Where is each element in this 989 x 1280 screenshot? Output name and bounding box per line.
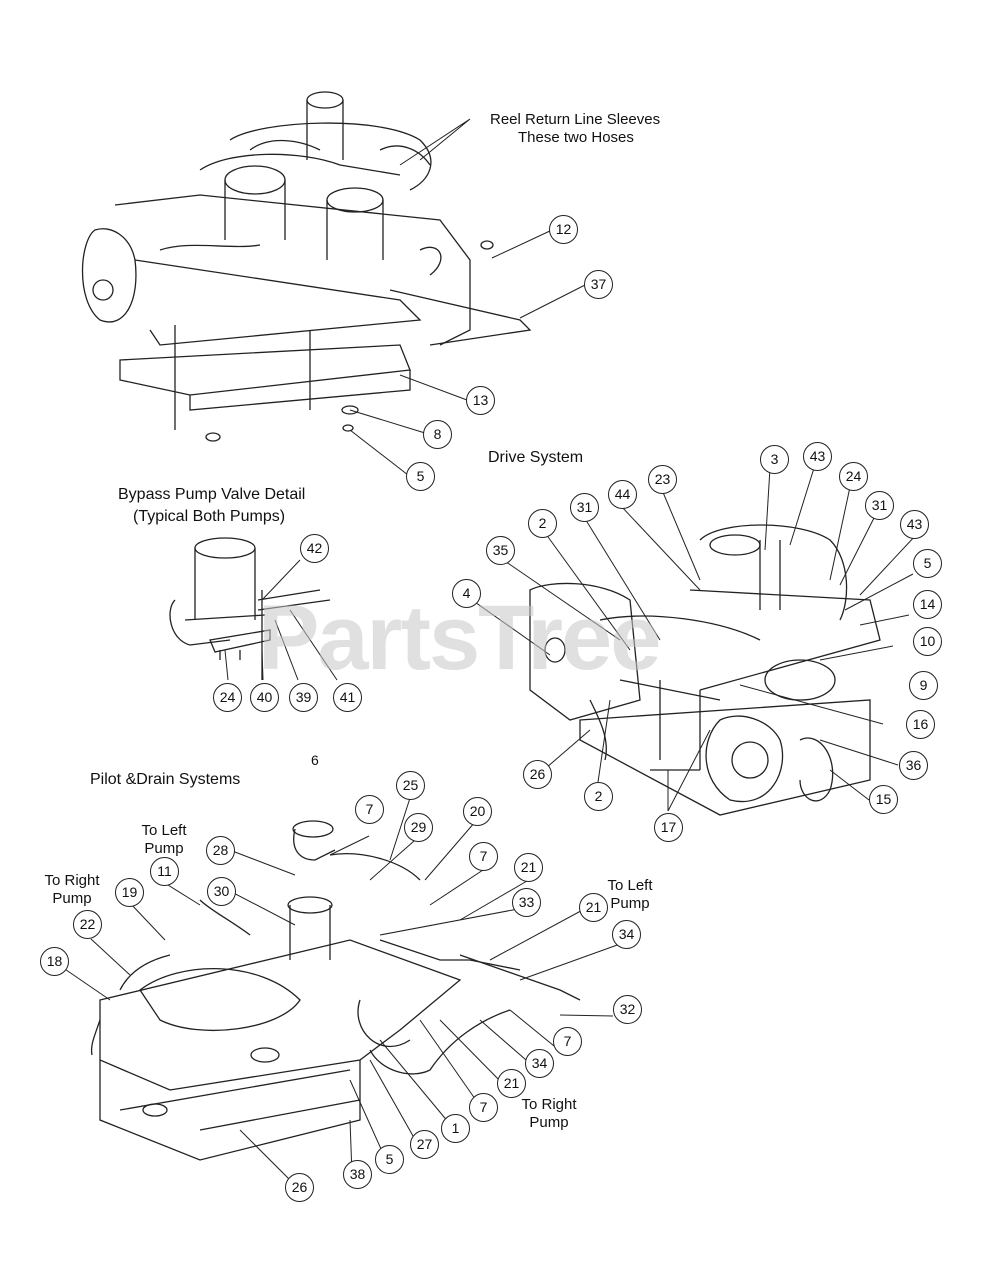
callout-31[interactable]: 31 bbox=[865, 491, 894, 520]
callout-26[interactable]: 26 bbox=[523, 760, 552, 789]
callout-7-c[interactable]: 7 bbox=[553, 1027, 582, 1056]
callout-7-d[interactable]: 7 bbox=[469, 1093, 498, 1122]
callout-33[interactable]: 33 bbox=[512, 888, 541, 917]
reel-return-label-line2: These two Hoses bbox=[518, 129, 634, 146]
to-right-pump-label-a2: Pump bbox=[52, 890, 92, 907]
callout-15[interactable]: 15 bbox=[869, 785, 898, 814]
to-left-pump-label-b1: To Left bbox=[607, 877, 653, 894]
to-left-pump-label-a2: Pump bbox=[144, 840, 184, 857]
reel-return-label-line1: Reel Return Line Sleeves bbox=[490, 111, 661, 128]
callout-1[interactable]: 1 bbox=[441, 1114, 470, 1143]
callout-13[interactable]: 13 bbox=[466, 386, 495, 415]
callout-26-b[interactable]: 26 bbox=[285, 1173, 314, 1202]
to-left-pump-label-b2: Pump bbox=[610, 895, 650, 912]
callout-2-b[interactable]: 2 bbox=[584, 782, 613, 811]
callout-14[interactable]: 14 bbox=[913, 590, 942, 619]
callout-43-b[interactable]: 43 bbox=[900, 510, 929, 539]
callout-7[interactable]: 7 bbox=[355, 795, 384, 824]
callout-21[interactable]: 21 bbox=[514, 853, 543, 882]
pilot-drain-title: Pilot &Drain Systems bbox=[90, 771, 241, 788]
callout-11[interactable]: 11 bbox=[150, 857, 179, 886]
callout-36[interactable]: 36 bbox=[899, 751, 928, 780]
callout-20[interactable]: 20 bbox=[463, 797, 492, 826]
callout-17[interactable]: 17 bbox=[654, 813, 683, 842]
callout-16[interactable]: 16 bbox=[906, 710, 935, 739]
callout-4[interactable]: 4 bbox=[452, 579, 481, 608]
callout-27[interactable]: 27 bbox=[410, 1130, 439, 1159]
pilot-drain-assembly bbox=[90, 820, 581, 1161]
to-right-pump-label-a1: To Right bbox=[44, 872, 100, 889]
callout-21-b[interactable]: 21 bbox=[579, 893, 608, 922]
callout-40[interactable]: 40 bbox=[250, 683, 279, 712]
callout-37[interactable]: 37 bbox=[584, 270, 613, 299]
callout-44[interactable]: 44 bbox=[608, 480, 637, 509]
callout-22[interactable]: 22 bbox=[73, 910, 102, 939]
callout-28[interactable]: 28 bbox=[206, 836, 235, 865]
callout-24[interactable]: 24 bbox=[839, 462, 868, 491]
callout-38[interactable]: 38 bbox=[343, 1160, 372, 1189]
callout-10[interactable]: 10 bbox=[913, 627, 942, 656]
to-right-pump-label-b2: Pump bbox=[529, 1114, 569, 1131]
drive-system-assembly bbox=[529, 524, 881, 816]
leader-lines bbox=[55, 118, 917, 1189]
to-left-pump-label-a1: To Left bbox=[141, 822, 187, 839]
callout-12[interactable]: 12 bbox=[549, 215, 578, 244]
to-right-pump-label-b1: To Right bbox=[521, 1096, 577, 1113]
callout-32[interactable]: 32 bbox=[613, 995, 642, 1024]
callout-39[interactable]: 39 bbox=[289, 683, 318, 712]
top-pump-assembly bbox=[81, 91, 532, 442]
callout-31-b[interactable]: 31 bbox=[570, 493, 599, 522]
callout-19[interactable]: 19 bbox=[115, 878, 144, 907]
callout-5-c[interactable]: 5 bbox=[375, 1145, 404, 1174]
callout-2[interactable]: 2 bbox=[528, 509, 557, 538]
callout-9[interactable]: 9 bbox=[909, 671, 938, 700]
callout-18[interactable]: 18 bbox=[40, 947, 69, 976]
callout-34[interactable]: 34 bbox=[612, 920, 641, 949]
callout-6[interactable]: 6 bbox=[311, 752, 319, 768]
callout-7-b[interactable]: 7 bbox=[469, 842, 498, 871]
callout-8[interactable]: 8 bbox=[423, 420, 452, 449]
callout-34-b[interactable]: 34 bbox=[525, 1049, 554, 1078]
callout-5-b[interactable]: 5 bbox=[913, 549, 942, 578]
callout-3[interactable]: 3 bbox=[760, 445, 789, 474]
bypass-title-line2: (Typical Both Pumps) bbox=[133, 508, 286, 525]
callout-5[interactable]: 5 bbox=[406, 462, 435, 491]
callout-24-b[interactable]: 24 bbox=[213, 683, 242, 712]
callout-29[interactable]: 29 bbox=[404, 813, 433, 842]
drive-system-title: Drive System bbox=[488, 449, 584, 466]
callout-42[interactable]: 42 bbox=[300, 534, 329, 563]
callout-21-c[interactable]: 21 bbox=[497, 1069, 526, 1098]
callout-43[interactable]: 43 bbox=[803, 442, 832, 471]
callout-25[interactable]: 25 bbox=[396, 771, 425, 800]
callout-41[interactable]: 41 bbox=[333, 683, 362, 712]
bypass-title-line1: Bypass Pump Valve Detail bbox=[118, 486, 306, 503]
callout-23[interactable]: 23 bbox=[648, 465, 677, 494]
callout-35[interactable]: 35 bbox=[486, 536, 515, 565]
callout-30[interactable]: 30 bbox=[207, 877, 236, 906]
